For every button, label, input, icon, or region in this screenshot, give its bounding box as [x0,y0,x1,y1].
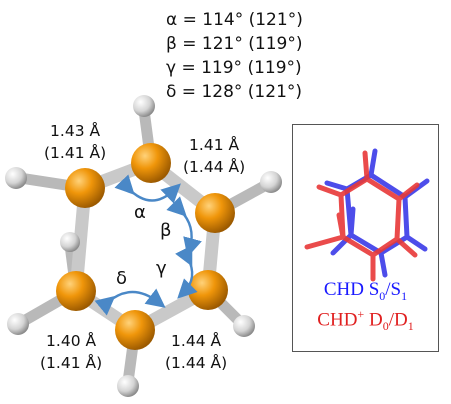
carbon-atoms [56,143,235,350]
alpha-symbol: α [134,202,146,223]
angle-alpha-value: α = 114° (121°) [166,10,303,30]
angle-values: α = 114° (121°) β = 121° (119°) γ = 119°… [166,8,366,104]
beta-symbol: β [160,220,172,241]
bond-label-top-right: 1.41 Å (1.44 Å) [183,136,246,176]
angle-delta-value: δ = 128° (121°) [166,82,303,102]
hydrogen-atoms [5,95,282,397]
angle-beta-value: β = 121° (119°) [166,34,303,54]
bond-label-bottom-left: 1.40 Å (1.41 Å) [40,332,103,372]
angle-gamma-value: γ = 119° (119°) [166,58,302,78]
red-structure [304,150,420,282]
gamma-symbol: γ [156,258,167,279]
bond-label-bottom-right: 1.44 Å (1.44 Å) [165,332,228,372]
bond-label-top-left: 1.43 Å (1.41 Å) [44,122,107,162]
overlay-structures [304,148,430,282]
delta-symbol: δ [116,268,128,289]
structure-overlay-inset: CHD S0/S1 CHD+ D0/D1 [292,124,439,352]
angle-arrows [94,174,202,316]
legend-neutral: CHD S0/S1 [323,279,408,303]
legend-cation: CHD+ D0/D1 [317,307,414,334]
